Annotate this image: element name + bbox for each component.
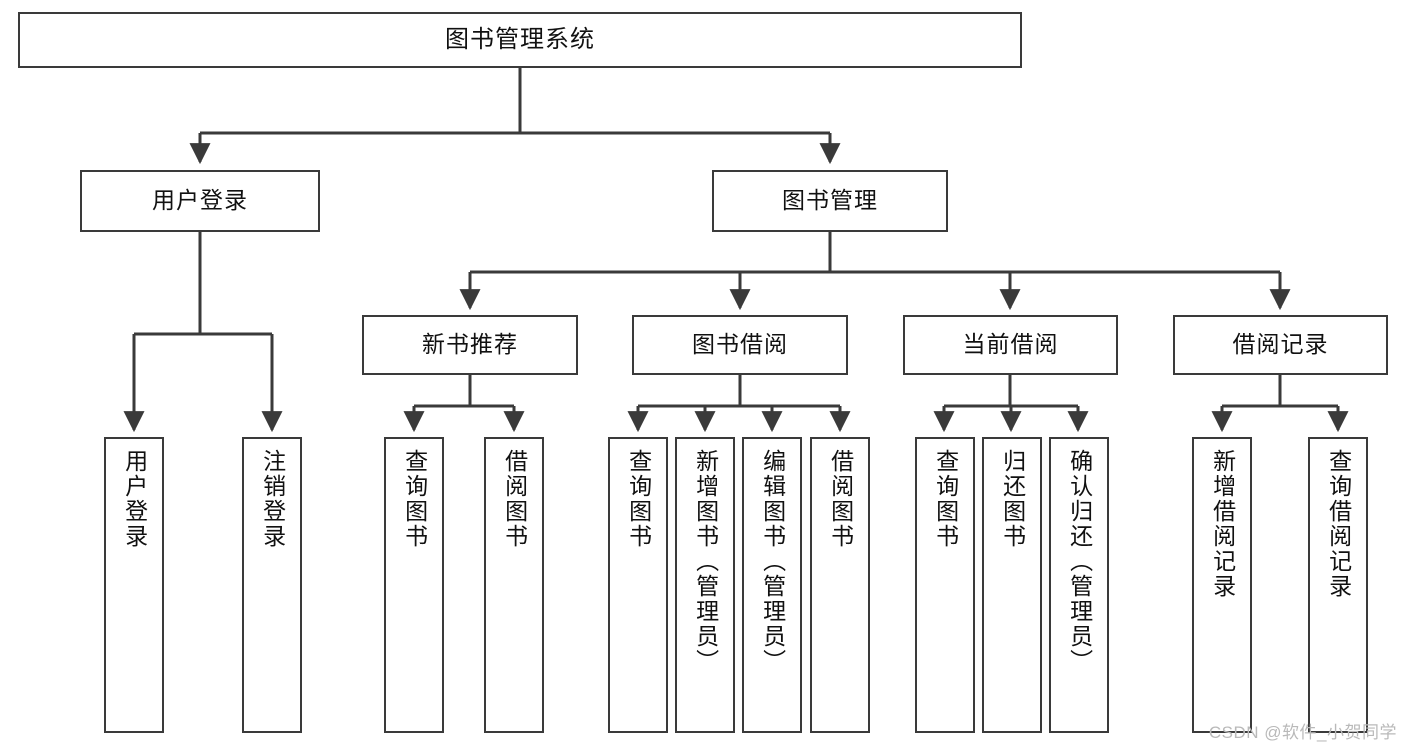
leaf-user-login-logout[interactable]: 注销登录: [242, 437, 302, 733]
watermark-csdn: CSDN @软件_小贺同学: [1208, 723, 1397, 742]
leaf-new-book-borrow[interactable]: 借阅图书: [484, 437, 544, 733]
leaf-label: 新增图书（管理员）: [692, 449, 719, 674]
leaf-label: 查询图书: [625, 449, 652, 549]
leaf-book-borrow-edit[interactable]: 编辑图书（管理员）: [742, 437, 802, 733]
leaf-label: 借阅图书: [501, 449, 528, 549]
leaf-label: 归还图书: [999, 449, 1026, 549]
leaf-label: 用户登录: [121, 449, 148, 549]
leaf-new-book-query[interactable]: 查询图书: [384, 437, 444, 733]
leaf-label: 编辑图书（管理员）: [759, 449, 786, 674]
leaf-label: 注销登录: [259, 449, 286, 549]
leaf-current-borrow-query[interactable]: 查询图书: [915, 437, 975, 733]
leaf-book-borrow-add[interactable]: 新增图书（管理员）: [675, 437, 735, 733]
leaf-current-borrow-return[interactable]: 归还图书: [982, 437, 1042, 733]
leaf-label: 查询图书: [932, 449, 959, 549]
node-book-borrow[interactable]: 图书借阅: [632, 315, 848, 375]
node-current-borrow[interactable]: 当前借阅: [903, 315, 1118, 375]
leaf-book-borrow-query[interactable]: 查询图书: [608, 437, 668, 733]
leaf-label: 新增借阅记录: [1209, 449, 1236, 599]
node-borrow-record[interactable]: 借阅记录: [1173, 315, 1388, 375]
leaf-label: 查询借阅记录: [1325, 449, 1352, 599]
leaf-borrow-record-add[interactable]: 新增借阅记录: [1192, 437, 1252, 733]
node-root-system[interactable]: 图书管理系统: [18, 12, 1022, 68]
node-new-book-recommend[interactable]: 新书推荐: [362, 315, 578, 375]
node-user-login[interactable]: 用户登录: [80, 170, 320, 232]
leaf-book-borrow-borrow[interactable]: 借阅图书: [810, 437, 870, 733]
leaf-label: 借阅图书: [827, 449, 854, 549]
node-book-management[interactable]: 图书管理: [712, 170, 948, 232]
leaf-label: 确认归还（管理员）: [1066, 449, 1093, 674]
leaf-user-login-login[interactable]: 用户登录: [104, 437, 164, 733]
leaf-current-borrow-confirm-return[interactable]: 确认归还（管理员）: [1049, 437, 1109, 733]
leaf-borrow-record-query[interactable]: 查询借阅记录: [1308, 437, 1368, 733]
leaf-label: 查询图书: [401, 449, 428, 549]
